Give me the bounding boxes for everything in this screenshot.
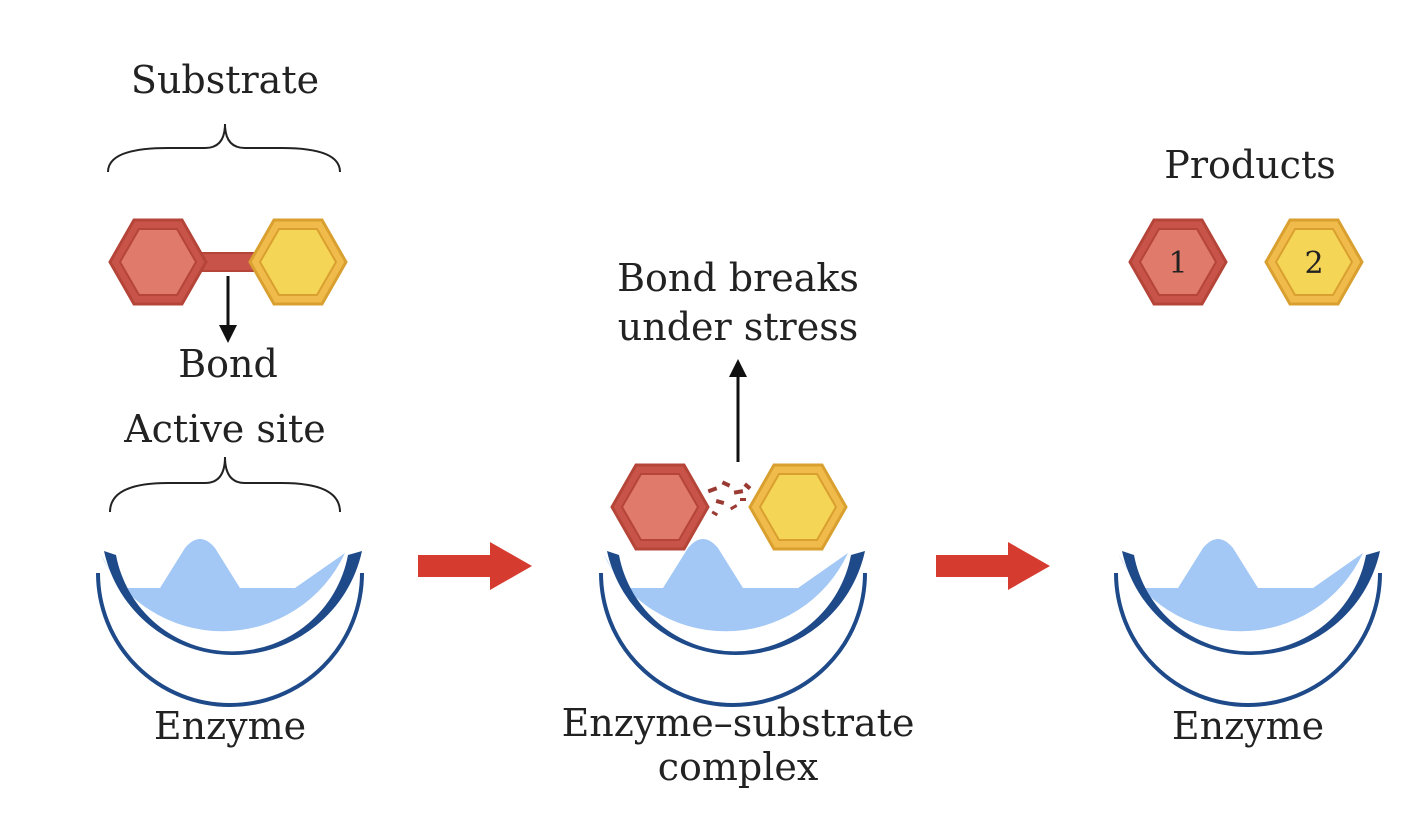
enzyme-right-shape	[1116, 539, 1380, 705]
enzyme-middle-shape	[601, 539, 865, 705]
bond-breaks-label: Bond breaks under stress	[598, 254, 878, 353]
complex-yellow-hexagon	[748, 463, 848, 551]
enzyme-left-shape	[98, 539, 362, 705]
products-label: Products	[1164, 143, 1336, 187]
complex-label: Enzyme–substrate complex	[560, 701, 916, 789]
reaction-arrow-2	[936, 542, 1050, 590]
product-2-number: 2	[1304, 246, 1323, 281]
bond-fragments	[707, 480, 752, 517]
substrate-brace	[107, 123, 341, 173]
substrate-red-hexagon	[108, 218, 208, 306]
complex-label-line-2: complex	[657, 744, 819, 789]
product-1: 1	[1128, 218, 1228, 306]
enzyme-substrate-complex	[601, 463, 865, 705]
reaction-arrow-1	[418, 542, 532, 590]
product-1-number: 1	[1168, 246, 1187, 281]
bond-breaks-line-1: Bond breaks	[617, 256, 859, 300]
substrate-yellow-hexagon	[248, 218, 348, 306]
complex-label-line-1: Enzyme–substrate	[561, 701, 915, 745]
active-site-label: Active site	[124, 407, 326, 451]
active-site-brace	[109, 456, 341, 513]
complex-red-hexagon	[610, 463, 710, 551]
enzyme-right-label: Enzyme	[1171, 704, 1325, 748]
substrate-molecule	[108, 218, 348, 306]
bond-breaks-line-2: under stress	[617, 305, 859, 350]
bond-label: Bond	[178, 342, 278, 386]
substrate-label: Substrate	[130, 58, 320, 102]
enzyme-left-label: Enzyme	[153, 704, 307, 748]
product-2: 2	[1264, 218, 1364, 306]
